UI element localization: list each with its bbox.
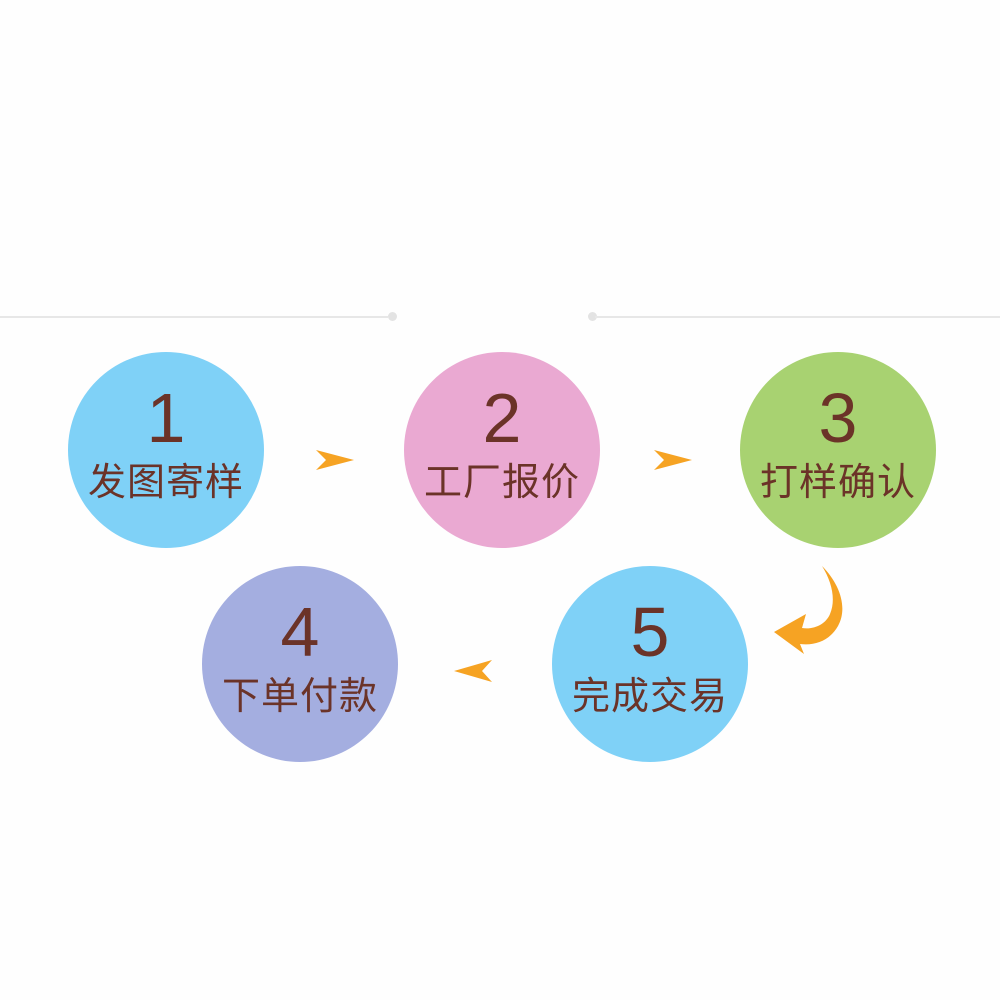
divider-line-right [595,316,1000,318]
step-3-label: 打样确认 [759,460,916,504]
step-5-number: 5 [630,593,670,671]
step-4-label: 下单付款 [221,674,378,718]
step-5-circle: 5 完成交易 [552,566,748,762]
divider-dot-right [588,312,597,321]
step-4-number: 4 [280,593,320,671]
chevron-arrow-left-icon [454,660,492,682]
step-3-circle: 3 打样确认 [740,352,936,548]
chevron-arrow-right-icon [654,450,692,470]
step-2-label: 工厂报价 [423,460,580,504]
divider-line-left [0,316,388,318]
step-1-label: 发图寄样 [87,460,244,504]
step-2-number: 2 [482,379,522,457]
step-5-label: 完成交易 [571,674,728,718]
step-1-circle: 1 发图寄样 [68,352,264,548]
step-2-circle: 2 工厂报价 [404,352,600,548]
step-3-number: 3 [818,379,858,457]
curved-arrow-icon [774,566,843,654]
divider-dot-left [388,312,397,321]
chevron-arrow-right-icon [316,450,354,470]
step-1-number: 1 [146,379,186,457]
step-4-circle: 4 下单付款 [202,566,398,762]
